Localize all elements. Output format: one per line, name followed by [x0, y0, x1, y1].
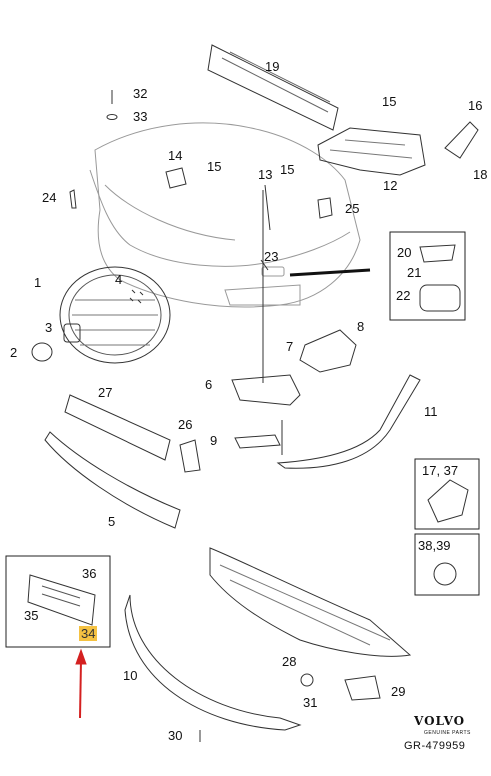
- label-20: 20: [397, 245, 412, 260]
- label-1: 1: [34, 275, 42, 290]
- part-26: [179, 439, 201, 473]
- label-5: 5: [108, 514, 116, 529]
- label-16: 16: [468, 98, 483, 113]
- part-14: [165, 167, 187, 189]
- label-36: 36: [82, 566, 97, 581]
- label-15-top: 15: [382, 94, 397, 109]
- inset-box-20-22: [389, 231, 466, 321]
- label-9: 9: [210, 433, 218, 448]
- part-28: [209, 547, 412, 657]
- label-26: 26: [178, 417, 193, 432]
- label-7: 7: [286, 339, 294, 354]
- inset-box-38-39: [414, 533, 480, 596]
- part-27: [64, 394, 171, 461]
- label-22: 22: [396, 288, 411, 303]
- label-31: 31: [303, 695, 318, 710]
- label-30: 30: [168, 728, 183, 743]
- brand-logo: VOLVO: [414, 714, 466, 728]
- label-6: 6: [205, 377, 213, 392]
- bracket-25: [317, 197, 333, 219]
- label-33: 33: [133, 109, 148, 124]
- part-6: [231, 374, 301, 406]
- diagram-code: GR-479959: [404, 740, 466, 752]
- emblem-2: [31, 342, 53, 362]
- bumper-cover: [94, 122, 361, 308]
- label-13: 13: [258, 167, 273, 182]
- label-19: 19: [265, 59, 280, 74]
- label-4: 4: [115, 272, 123, 287]
- label-34-highlighted: 34: [79, 626, 98, 641]
- label-15-mid: 15: [280, 162, 295, 177]
- brand-subtitle: GENUINE PARTS: [424, 730, 471, 736]
- clip-24: [69, 189, 77, 209]
- label-2: 2: [10, 345, 18, 360]
- grille-1: [59, 266, 171, 364]
- part-9: [234, 434, 281, 449]
- label-32: 32: [133, 86, 148, 101]
- label-35: 35: [24, 608, 39, 623]
- strip-11: [276, 374, 421, 469]
- label-8: 8: [357, 319, 365, 334]
- part-31: [300, 673, 314, 687]
- label-24: 24: [42, 190, 57, 205]
- label-25: 25: [345, 201, 360, 216]
- label-3: 3: [45, 320, 53, 335]
- label-18: 18: [473, 167, 488, 182]
- label-27: 27: [98, 385, 113, 400]
- part-10: [124, 594, 302, 731]
- inset-box-34-36: [5, 555, 111, 648]
- label-29: 29: [391, 684, 406, 699]
- inset-box-17-37: [414, 458, 480, 530]
- label-17-37: 17, 37: [422, 463, 459, 478]
- label-21: 21: [407, 265, 422, 280]
- label-12: 12: [383, 178, 398, 193]
- label-14: 14: [168, 148, 183, 163]
- label-15-left: 15: [207, 159, 222, 174]
- bracket-12: [317, 127, 426, 176]
- license-plate-holder: [27, 574, 96, 626]
- part-3: [63, 323, 81, 343]
- label-38-39: 38,39: [418, 538, 451, 553]
- bracket-16: [444, 121, 479, 159]
- label-11: 11: [424, 404, 438, 419]
- part-7: [299, 329, 357, 373]
- label-10: 10: [123, 668, 138, 683]
- label-28: 28: [282, 654, 297, 669]
- part-29: [344, 675, 381, 701]
- label-23: 23: [264, 249, 279, 264]
- part-5: [44, 431, 181, 529]
- beam-19: [207, 44, 339, 131]
